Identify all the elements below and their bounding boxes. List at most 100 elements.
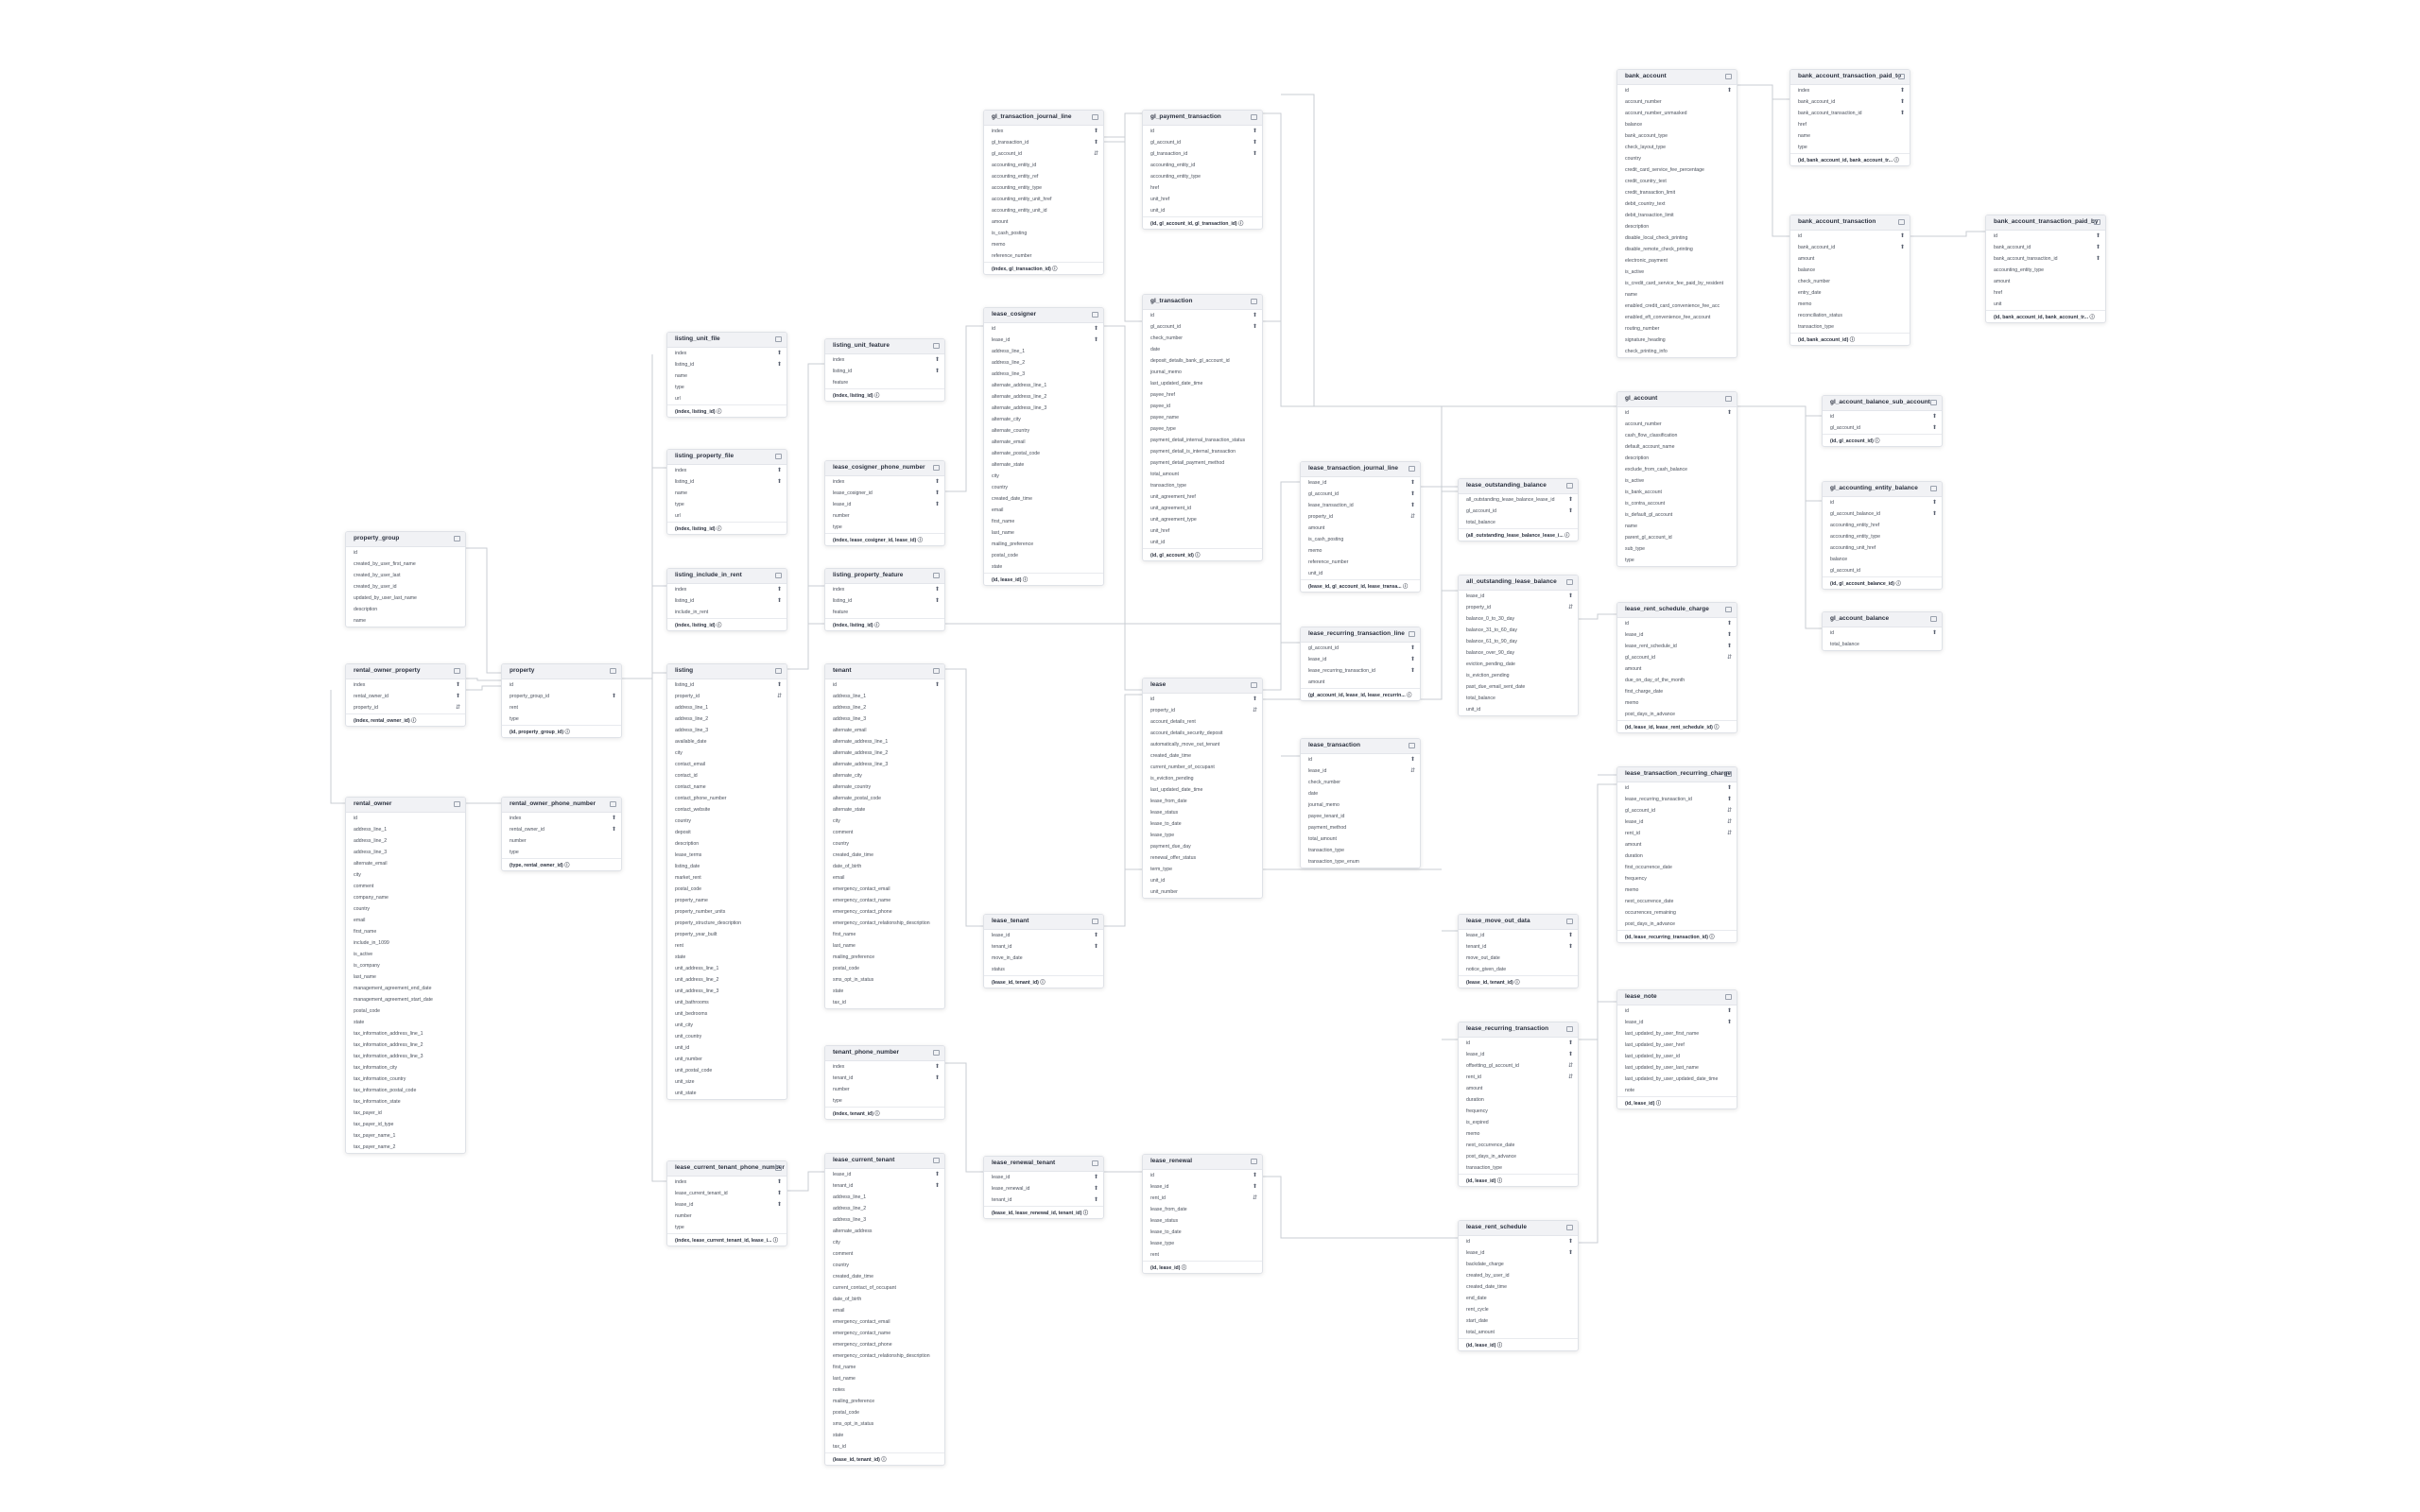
column-row[interactable]: tenant_id⬆ (825, 1073, 944, 1084)
column-row[interactable]: alternate_state (825, 804, 944, 816)
column-row[interactable]: index⬆ (667, 1177, 786, 1188)
index-row[interactable]: (lease_id, tenant_id) ⓘ (825, 1452, 944, 1465)
column-row[interactable]: sub_type (1617, 543, 1737, 555)
column-row[interactable]: index⬆ (502, 813, 621, 824)
column-row[interactable]: total_balance (1823, 639, 1942, 650)
column-row[interactable]: account_number (1617, 419, 1737, 430)
column-row[interactable]: alternate_address_line_3 (825, 759, 944, 770)
column-row[interactable]: debit_transaction_limit (1617, 210, 1737, 221)
column-row[interactable]: memo (1790, 299, 1910, 310)
column-row[interactable]: memo (1301, 545, 1420, 557)
column-row[interactable]: city (984, 471, 1103, 482)
index-row[interactable]: (index, tenant_id) ⓘ (825, 1107, 944, 1119)
column-row[interactable]: property_group_id⬆ (502, 691, 621, 702)
column-row[interactable]: balance_31_to_60_day (1459, 625, 1578, 636)
table-header[interactable]: property (502, 664, 621, 679)
column-row[interactable]: available_date (667, 736, 786, 747)
index-row[interactable]: (id, lease_id) ⓘ (1617, 1096, 1737, 1108)
column-row[interactable]: notes (825, 1384, 944, 1396)
column-row[interactable]: end_date (1459, 1293, 1578, 1304)
column-row[interactable]: alternate_postal_code (984, 448, 1103, 459)
column-row[interactable]: mailing_preference (825, 952, 944, 963)
column-row[interactable]: mailing_preference (984, 539, 1103, 550)
column-row[interactable]: payment_detail_internal_transaction_stat… (1143, 435, 1262, 446)
index-row[interactable]: (id, bank_account_id, bank_account_tr...… (1790, 153, 1910, 165)
column-row[interactable]: unit_id (1301, 568, 1420, 579)
column-row[interactable]: type (825, 1095, 944, 1107)
column-row[interactable]: past_due_email_sent_date (1459, 681, 1578, 693)
column-row[interactable]: alternate_address_line_3 (984, 403, 1103, 414)
column-row[interactable]: id (346, 813, 465, 824)
column-row[interactable]: lease_id⬆ (1617, 629, 1737, 641)
column-row[interactable]: tax_information_state (346, 1096, 465, 1108)
column-row[interactable]: property_id⇵ (667, 691, 786, 702)
column-row[interactable]: credit_card_service_fee_percentage (1617, 164, 1737, 176)
column-row[interactable]: last_updated_date_time (1143, 784, 1262, 796)
column-row[interactable]: id (502, 679, 621, 691)
column-row[interactable]: id (346, 547, 465, 558)
column-row[interactable]: unit_href (1143, 525, 1262, 537)
column-row[interactable]: postal_code (825, 963, 944, 974)
column-row[interactable]: date (1301, 788, 1420, 799)
column-row[interactable]: listing_id⬆ (667, 679, 786, 691)
column-row[interactable]: lease_id⬆ (1459, 930, 1578, 941)
column-row[interactable]: current_number_of_occupant (1143, 762, 1262, 773)
column-row[interactable]: id⬆ (825, 679, 944, 691)
column-row[interactable]: unit_number (1143, 886, 1262, 898)
column-row[interactable]: unit_bedrooms (667, 1008, 786, 1020)
column-row[interactable]: city (346, 869, 465, 881)
column-row[interactable]: unit_state (667, 1088, 786, 1099)
column-row[interactable]: unit_address_line_3 (667, 986, 786, 997)
column-row[interactable]: alternate_email (346, 858, 465, 869)
column-row[interactable]: amount (1459, 1083, 1578, 1094)
column-row[interactable]: tax_information_address_line_1 (346, 1028, 465, 1040)
column-row[interactable]: last_updated_by_user_first_name (1617, 1028, 1737, 1040)
index-row[interactable]: (gl_account_id, lease_id, lease_recurrin… (1301, 688, 1420, 700)
column-row[interactable]: date (1143, 344, 1262, 355)
column-row[interactable]: account_number_unmasked (1617, 108, 1737, 119)
column-row[interactable]: tax_information_postal_code (346, 1085, 465, 1096)
table-header[interactable]: tenant_phone_number (825, 1046, 944, 1061)
column-row[interactable]: tax_payer_id (346, 1108, 465, 1119)
column-row[interactable]: state (825, 986, 944, 997)
column-row[interactable]: contact_phone_number (667, 793, 786, 804)
column-row[interactable]: duration (1459, 1094, 1578, 1106)
column-row[interactable]: created_by_user_first_name (346, 558, 465, 570)
index-row[interactable]: (index, listing_id) ⓘ (825, 388, 944, 401)
column-row[interactable]: electronic_payment (1617, 255, 1737, 266)
column-row[interactable]: notice_given_date (1459, 964, 1578, 975)
column-row[interactable]: due_on_day_of_the_month (1617, 675, 1737, 686)
column-row[interactable]: alternate_address (825, 1226, 944, 1237)
column-row[interactable]: lease_id⬆ (825, 1169, 944, 1180)
column-row[interactable]: sms_opt_in_status (825, 974, 944, 986)
column-row[interactable]: transaction_type (1143, 480, 1262, 491)
column-row[interactable]: lease_cosigner_id⬆ (825, 488, 944, 499)
column-row[interactable]: duration (1617, 850, 1737, 862)
index-row[interactable]: (id, lease_id) ⓘ (1459, 1174, 1578, 1186)
index-row[interactable]: (id, bank_account_id) ⓘ (1790, 333, 1910, 345)
table-header[interactable]: lease_outstanding_balance (1459, 479, 1578, 494)
column-row[interactable]: note (1617, 1085, 1737, 1096)
column-row[interactable]: country (825, 1260, 944, 1271)
column-row[interactable]: id⬆ (1143, 126, 1262, 137)
table-header[interactable]: listing_unit_feature (825, 339, 944, 354)
column-row[interactable]: state (346, 1017, 465, 1028)
column-row[interactable]: tax_payer_name_1 (346, 1130, 465, 1142)
column-row[interactable]: created_by_user_id (346, 581, 465, 593)
column-row[interactable]: market_rent (667, 872, 786, 884)
column-row[interactable]: type (667, 499, 786, 510)
column-row[interactable]: rent_cycle (1459, 1304, 1578, 1315)
column-row[interactable]: transaction_type (1459, 1162, 1578, 1174)
column-row[interactable]: signature_heading (1617, 335, 1737, 346)
column-row[interactable]: unit_country (667, 1031, 786, 1042)
table-header[interactable]: gl_account_balance (1823, 612, 1942, 627)
